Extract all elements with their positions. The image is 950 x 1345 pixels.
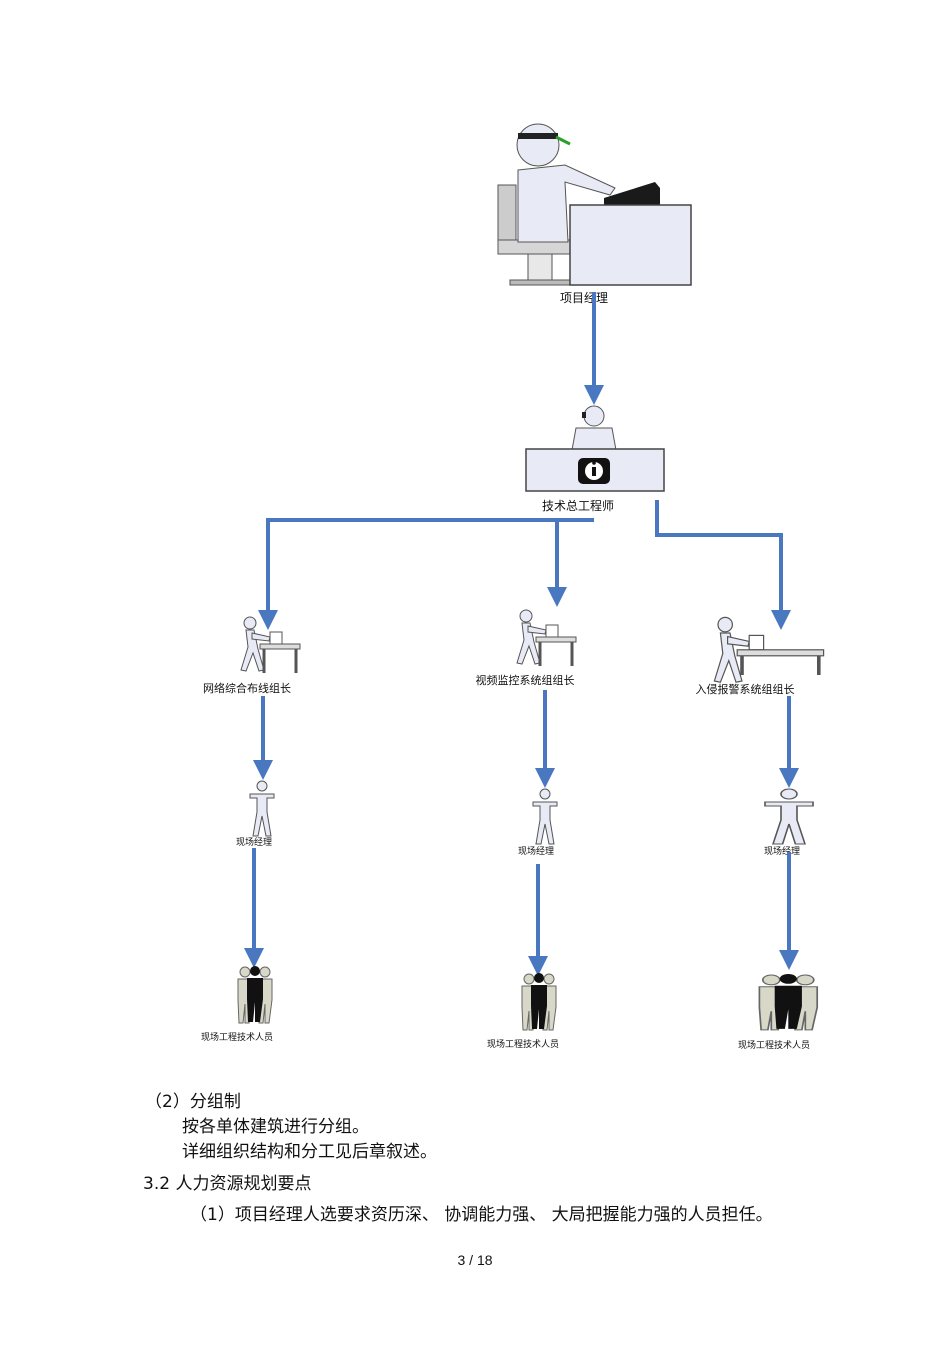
manager-at-desk-icon xyxy=(497,123,692,286)
staff-group-icon xyxy=(758,974,819,1031)
arrow-chief-to-group-3 xyxy=(655,500,791,630)
arrow-chief-to-group-1 xyxy=(258,518,594,630)
group-1-site-manager-label: 现场经理 xyxy=(236,836,272,848)
site-manager-icon xyxy=(532,788,558,845)
group-leader-icon xyxy=(713,616,825,683)
staff-group-icon xyxy=(521,973,557,1031)
site-manager-icon xyxy=(249,780,275,837)
group-3-leader-label: 入侵报警系统组组长 xyxy=(696,682,795,696)
page-current: 3 xyxy=(457,1252,466,1268)
body-text-requirement: （1）项目经理人选要求资历深、 协调能力强、 大局把握能力强的人员担任。 xyxy=(190,1205,773,1225)
group-2-staff-label: 现场工程技术人员 xyxy=(487,1038,559,1050)
page-total: 18 xyxy=(476,1252,493,1268)
page-number: 3 / 18 xyxy=(0,1252,950,1268)
body-text-grouping: 按各单体建筑进行分组。 xyxy=(182,1117,369,1137)
section-heading: 3.2 人力资源规划要点 xyxy=(143,1174,312,1194)
group-3-site-manager-label: 现场经理 xyxy=(764,845,800,857)
group-1-staff-label: 现场工程技术人员 xyxy=(201,1031,273,1043)
body-text-detail: 详细组织结构和分工见后章叙述。 xyxy=(182,1142,437,1162)
section-subheading: （2）分组制 xyxy=(145,1092,241,1112)
group-3-staff-label: 现场工程技术人员 xyxy=(738,1039,810,1051)
top-role-label: 项目经理 xyxy=(560,291,608,305)
group-2-site-manager-label: 现场经理 xyxy=(518,845,554,857)
group-2-leader-label: 视频监控系统组组长 xyxy=(476,673,575,687)
engineer-info-desk-icon xyxy=(525,405,665,492)
group-1-leader-label: 网络综合布线组长 xyxy=(203,681,291,695)
group-leader-icon xyxy=(240,616,301,673)
site-manager-icon xyxy=(764,788,814,845)
page-separator: / xyxy=(469,1252,474,1268)
staff-group-icon xyxy=(237,966,273,1024)
chief-role-label: 技术总工程师 xyxy=(542,498,614,513)
group-leader-icon xyxy=(516,609,577,666)
org-chart: 项目经理 技术总工程师 xyxy=(201,123,825,1051)
